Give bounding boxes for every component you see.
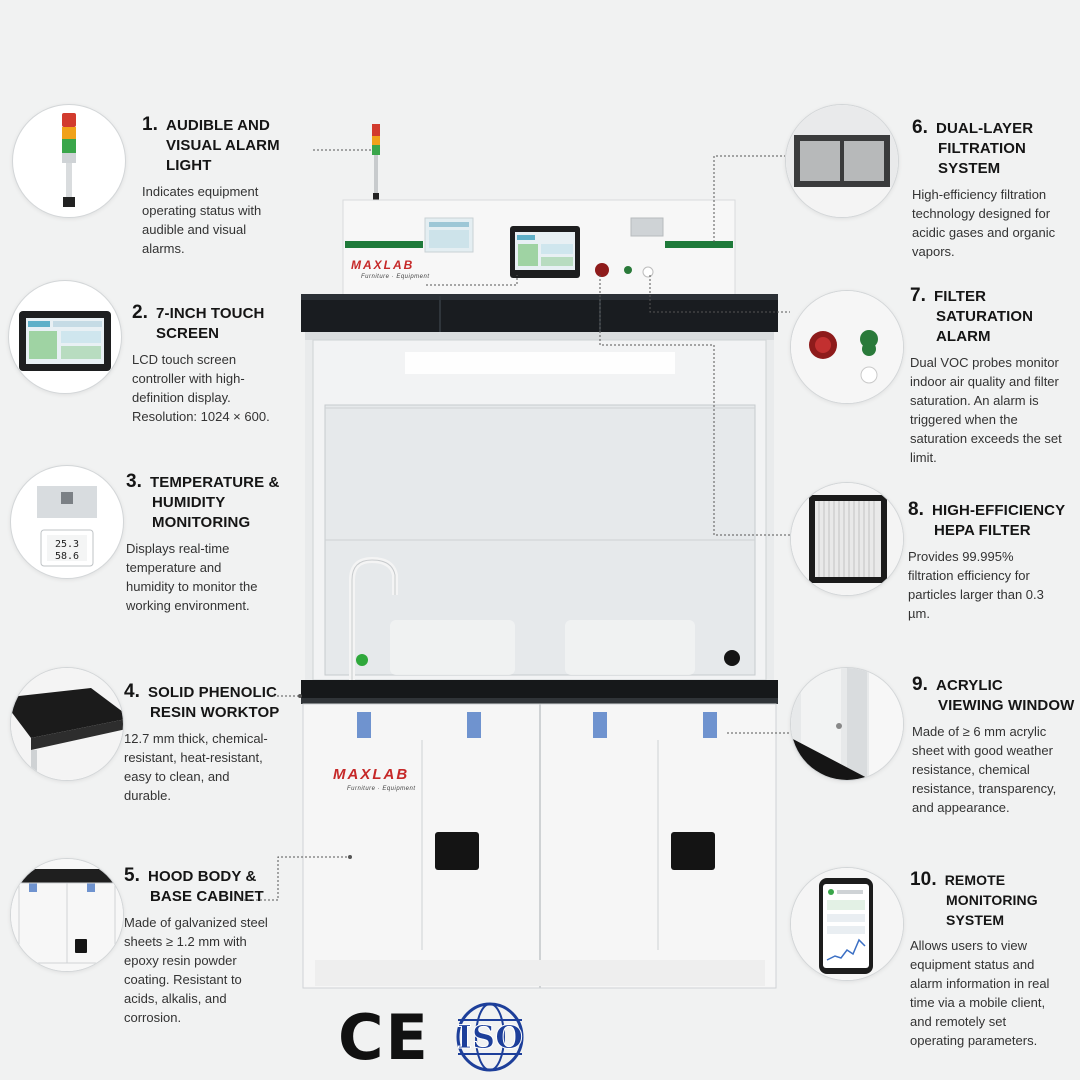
feature-6: 6.DUAL-LAYER FILTRATION SYSTEM High-effi… bbox=[912, 118, 1077, 261]
cabinet-thumbnail bbox=[10, 858, 124, 972]
mobile-phone-icon bbox=[791, 868, 903, 980]
feature-2-desc: LCD touch screen controller with high-de… bbox=[132, 352, 270, 424]
thermo-hygrometer-thumbnail: 25.3 58.6 bbox=[10, 465, 124, 579]
humidity-readout: 58.6 bbox=[55, 551, 79, 562]
iso-logo: ISO bbox=[450, 1000, 530, 1074]
feature-10: 10.REMOTE MONITORING SYSTEM Allows users… bbox=[910, 870, 1075, 1050]
panel-brand-tagline: Furniture · Equipment bbox=[361, 274, 430, 280]
feature-4-title: 4.SOLID PHENOLIC RESIN WORKTOP bbox=[124, 681, 280, 722]
cabinet-icon bbox=[11, 859, 123, 971]
hood-alarm-light bbox=[372, 124, 380, 201]
iso-text: ISO bbox=[457, 1018, 524, 1057]
feature-7-desc: Dual VOC probes monitor indoor air quali… bbox=[910, 355, 1062, 465]
feature-4-desc: 12.7 mm thick, chemical-resistant, heat-… bbox=[124, 731, 268, 803]
feature-8-title: 8.HIGH-EFFICIENCY HEPA FILTER bbox=[908, 499, 1066, 540]
feature-3-title: 3.TEMPERATURE & HUMIDITY MONITORING bbox=[126, 471, 280, 532]
feature-3: 3.TEMPERATURE & HUMIDITY MONITORING Disp… bbox=[126, 472, 286, 615]
feature-1-desc: Indicates equipment operating status wit… bbox=[142, 184, 262, 256]
feature-1: 1.AUDIBLE AND VISUAL ALARM LIGHT Indicat… bbox=[142, 115, 322, 258]
alarm-light-icon bbox=[62, 113, 76, 207]
feature-9: 9.ACRYLIC VIEWING WINDOW Made of ≥ 6 mm … bbox=[912, 675, 1077, 817]
globe-icon bbox=[456, 1002, 524, 1072]
cabinet-brand-logo: MAXLAB bbox=[333, 766, 410, 783]
feature-5-title: 5.HOOD BODY & BASE CABINET bbox=[124, 865, 264, 906]
cabinet-brand-tagline: Furniture · Equipment bbox=[347, 786, 416, 792]
feature-7-title: 7.FILTER SATURATION ALARM bbox=[910, 285, 1034, 346]
feature-8: 8.HIGH-EFFICIENCY HEPA FILTER Provides 9… bbox=[908, 500, 1073, 623]
feature-6-title: 6.DUAL-LAYER FILTRATION SYSTEM bbox=[912, 117, 1034, 178]
feature-1-title: 1.AUDIBLE AND VISUAL ALARM LIGHT bbox=[142, 114, 280, 175]
feature-2: 2.7-INCH TOUCH SCREEN LCD touch screen c… bbox=[132, 303, 292, 426]
fume-hood: MAXLAB Furniture · Equipment MAXLAB Furn… bbox=[295, 0, 785, 1000]
feature-8-desc: Provides 99.995% filtration efficiency f… bbox=[908, 549, 1044, 621]
feature-5-desc: Made of galvanized steel sheets ≥ 1.2 mm… bbox=[124, 915, 268, 1025]
feature-9-desc: Made of ≥ 6 mm acrylic sheet with good w… bbox=[912, 724, 1057, 815]
fume-hood-illustration bbox=[301, 124, 778, 989]
hepa-filter-icon bbox=[791, 483, 903, 595]
touch-screen-icon bbox=[19, 311, 111, 371]
mobile-phone-thumbnail bbox=[790, 867, 904, 981]
feature-4: 4.SOLID PHENOLIC RESIN WORKTOP 12.7 mm t… bbox=[124, 682, 284, 805]
window-thumbnail bbox=[790, 667, 904, 781]
touch-screen-thumbnail bbox=[8, 280, 122, 394]
feature-9-title: 9.ACRYLIC VIEWING WINDOW bbox=[912, 674, 1075, 715]
filter-thumbnail bbox=[785, 104, 899, 218]
indicator-lights-thumbnail bbox=[790, 290, 904, 404]
feature-10-title: 10.REMOTE MONITORING SYSTEM bbox=[910, 869, 1038, 929]
alarm-light-thumbnail bbox=[12, 104, 126, 218]
filter-icon bbox=[786, 105, 898, 217]
hepa-filter-thumbnail bbox=[790, 482, 904, 596]
feature-10-desc: Allows users to view equipment status an… bbox=[910, 938, 1050, 1048]
feature-5: 5.HOOD BODY & BASE CABINET Made of galva… bbox=[124, 866, 284, 1027]
feature-2-title: 2.7-INCH TOUCH SCREEN bbox=[132, 302, 265, 343]
indicator-lights-icon bbox=[791, 291, 903, 403]
panel-brand-logo: MAXLAB bbox=[351, 258, 415, 272]
feature-6-desc: High-efficiency filtration technology de… bbox=[912, 187, 1056, 259]
temperature-readout: 25.3 bbox=[55, 539, 79, 550]
feature-7: 7.FILTER SATURATION ALARM Dual VOC probe… bbox=[910, 286, 1075, 467]
window-icon bbox=[791, 668, 903, 780]
ce-mark: CE bbox=[338, 1001, 430, 1074]
worktop-icon bbox=[11, 668, 123, 780]
feature-3-desc: Displays real-time temperature and humid… bbox=[126, 541, 258, 613]
thermo-hygrometer-icon: 25.3 58.6 bbox=[37, 486, 97, 567]
worktop-thumbnail bbox=[10, 667, 124, 781]
